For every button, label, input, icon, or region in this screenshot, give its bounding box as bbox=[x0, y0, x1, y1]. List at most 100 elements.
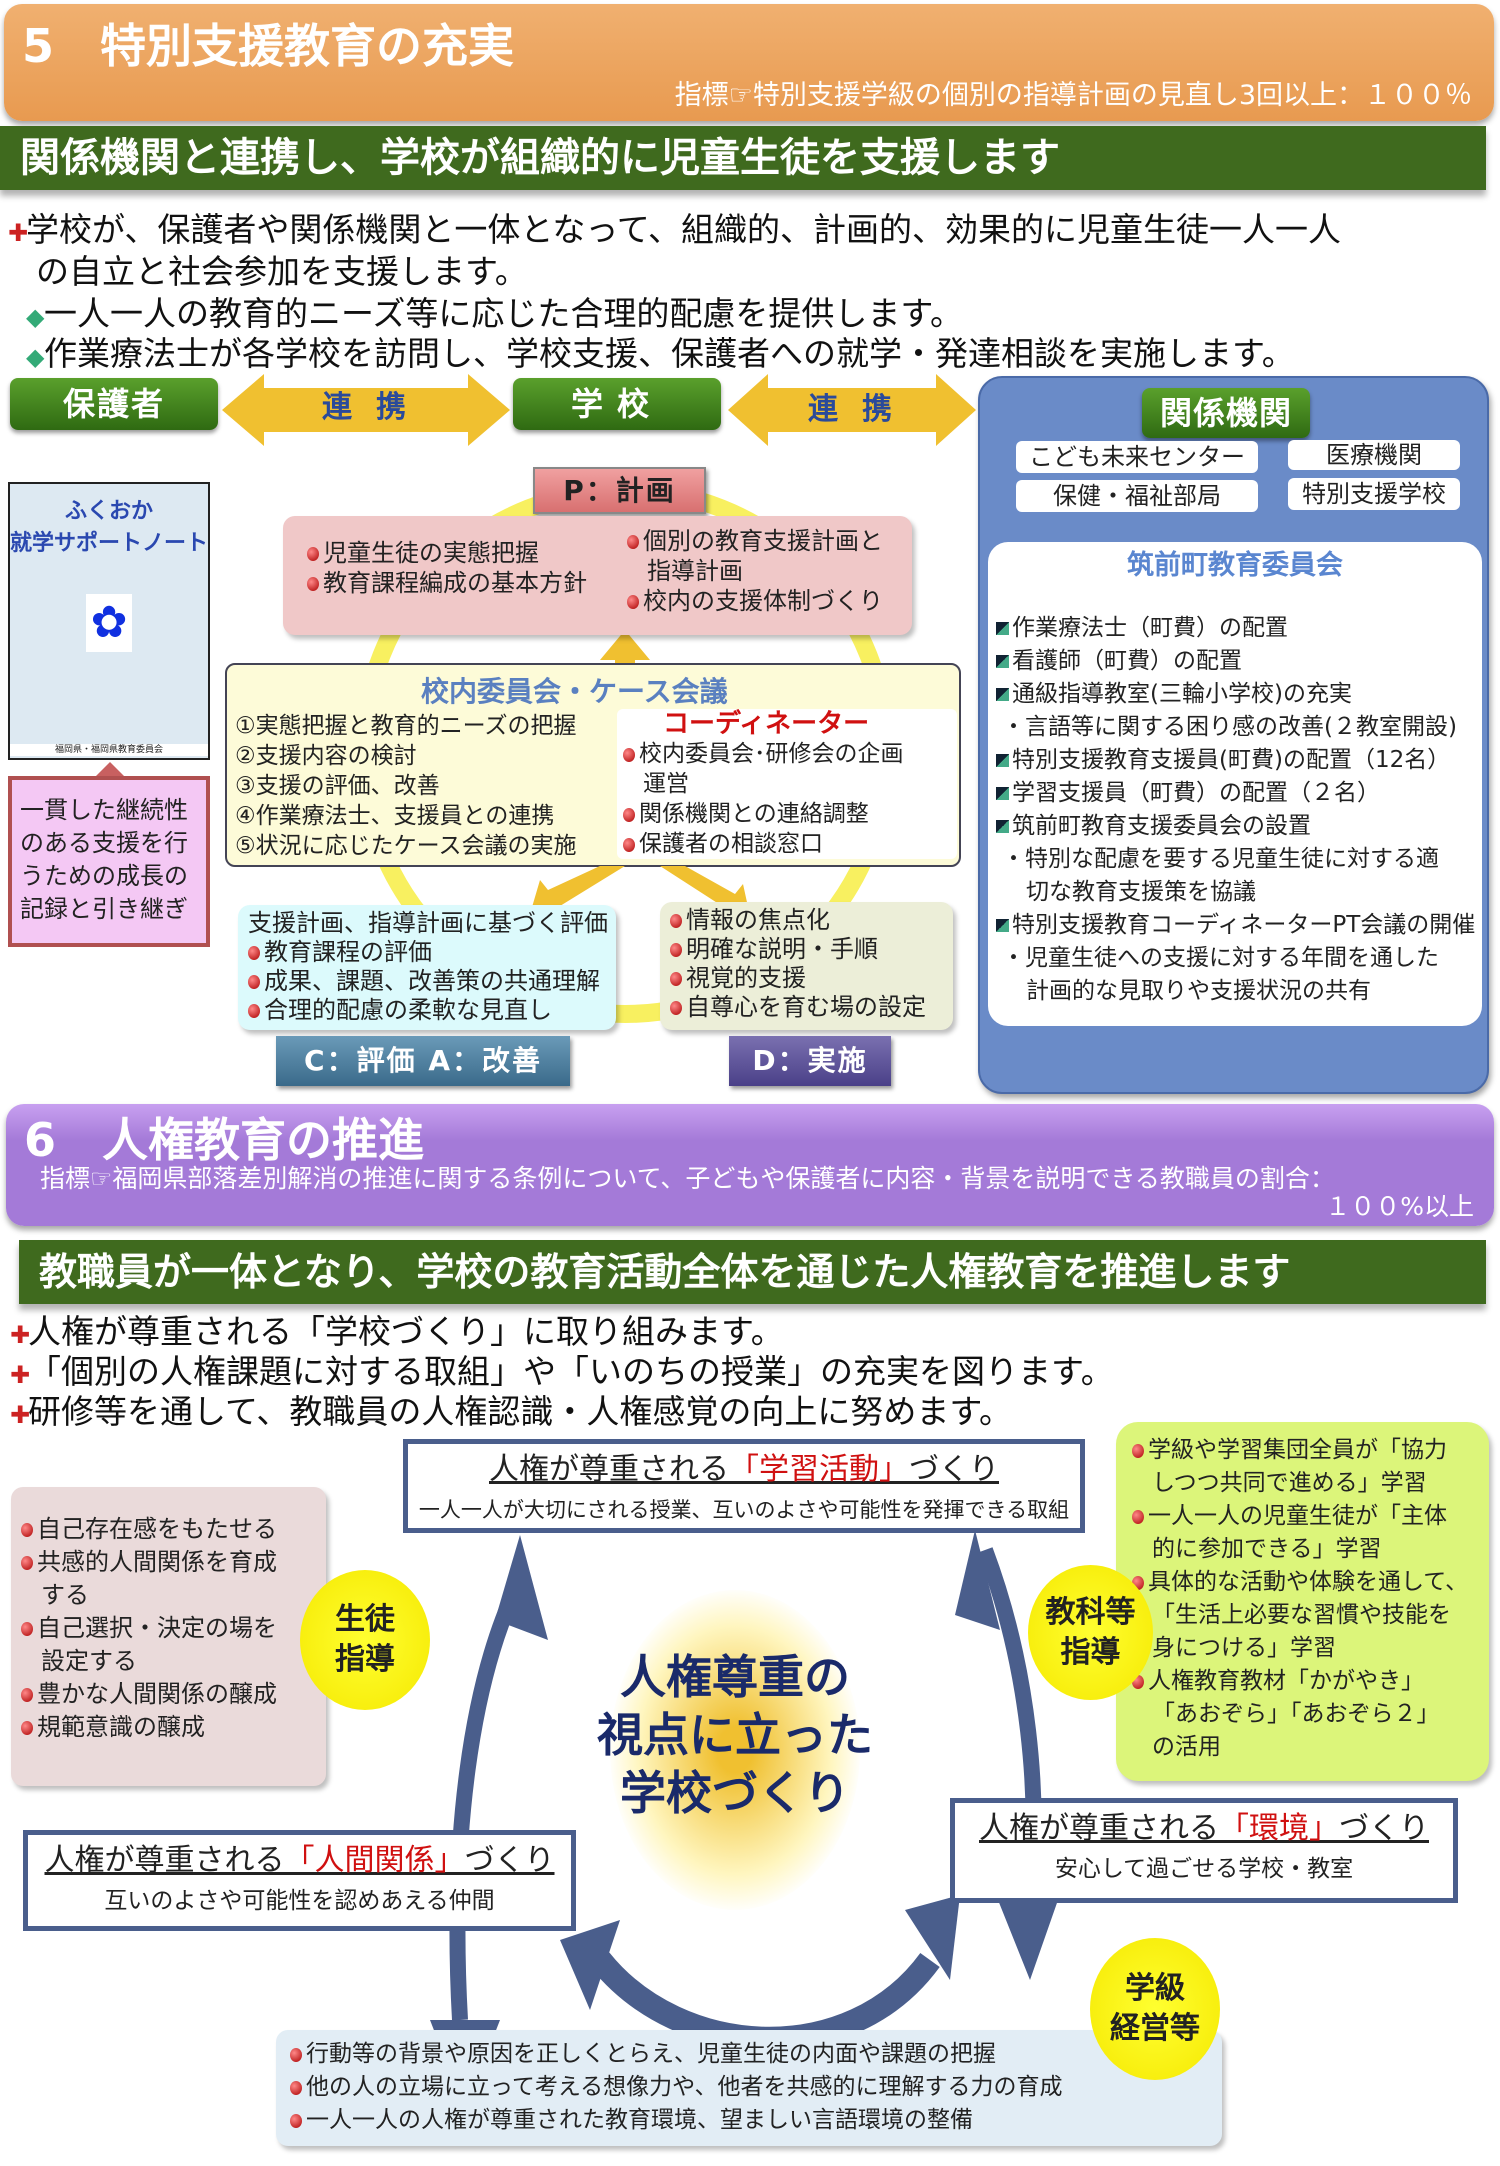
list-item: 「あおぞら」「あおぞら２」 bbox=[1152, 1701, 1440, 1727]
list-item: 規範意識の醸成 bbox=[21, 1711, 318, 1744]
list-item: する bbox=[41, 1581, 89, 1609]
list-item: ①実態把握と教育的ニーズの把握 bbox=[235, 713, 577, 739]
board-line: 学習支援員（町費）の配置（２名） bbox=[996, 777, 1474, 810]
coordinator-title: コーディネーター bbox=[663, 709, 870, 739]
plan-tab: P：計画 bbox=[533, 467, 706, 514]
coordinator-panel: コーディネーター 校内委員会･研修会の企画 運営 関係機関との連絡調整 保護者の… bbox=[617, 709, 957, 859]
fukuoka-emblem-icon: ✿ bbox=[86, 594, 132, 652]
bullet-icon bbox=[623, 837, 635, 852]
list-item: 身につける」学習 bbox=[1152, 1635, 1336, 1661]
dot-bullet-icon: ・ bbox=[1002, 846, 1025, 872]
bullet-icon bbox=[248, 975, 260, 989]
list-item: 一人一人の児童生徒が「主体 bbox=[1132, 1500, 1483, 1533]
list-item: 他の人の立場に立って考える想像力や、他者を共感的に理解する力の育成 bbox=[290, 2071, 1208, 2104]
list-item: 情報の焦点化 bbox=[670, 906, 943, 935]
square-bullet-icon bbox=[996, 688, 1009, 701]
arrow-up-icon bbox=[96, 762, 124, 776]
s6-bullet-1: ✚人権が尊重される「学校づくり」に取り組みます。 bbox=[10, 1312, 784, 1355]
board-line: ・言語等に関する困り感の改善(２教室開設) bbox=[1002, 714, 1457, 740]
board-line: 計画的な見取りや支援状況の共有 bbox=[1026, 978, 1371, 1004]
subject-items: 学級や学習集団全員が「協力しつつ共同で進める」学習一人一人の児童生徒が「主体的に… bbox=[1132, 1434, 1483, 1764]
do-tab: D：実施 bbox=[729, 1036, 891, 1086]
link-arrow-right bbox=[728, 374, 976, 446]
board-line: 通級指導教室(三輪小学校)の充実 bbox=[996, 678, 1474, 711]
pin-icon: ✚ bbox=[10, 1401, 31, 1429]
agency-special-school: 特別支援学校 bbox=[1288, 478, 1460, 510]
notebook-footer: 福岡県・福岡県教育委員会 bbox=[10, 744, 208, 756]
list-item: 教育課程の評価 bbox=[248, 938, 606, 967]
s5-bullet-1: ✚学校が、保護者や関係機関と一体となって、組織的、計画的、効果的に児童生徒一人一… bbox=[8, 210, 1341, 253]
board-lines: 作業療法士（町費）の配置看護師（町費）の配置通級指導教室(三輪小学校)の充実・言… bbox=[996, 612, 1475, 1008]
s5-bullet-2: ◆一人一人の教育的ニーズ等に応じた合理的配慮を提供します。 bbox=[26, 294, 963, 337]
section5-header: 5 特別支援教育の充実 指標☞特別支援学級の個別の指導計画の見直し3回以上：１０… bbox=[4, 4, 1494, 121]
board-line: ・特別な配慮を要する児童生徒に対する適 bbox=[1002, 846, 1439, 872]
dot-bullet-icon: ・ bbox=[1002, 945, 1025, 971]
check-items: 教育課程の評価成果、課題、改善策の共通理解合理的配慮の柔軟な見直し bbox=[248, 938, 606, 1025]
learning-box: 人権が尊重される「学習活動」づくり 一人一人が大切にされる授業、互いのよさや可能… bbox=[403, 1439, 1085, 1533]
list-item: 明確な説明・手順 bbox=[670, 935, 943, 964]
board-line: 切な教育支援策を協議 bbox=[1026, 879, 1256, 905]
link-arrow-left bbox=[222, 374, 510, 446]
list-item: 人権教育教材「かがやき」 bbox=[1132, 1665, 1483, 1698]
plan-left: 児童生徒の実態把握 教育課程編成の基本方針 bbox=[307, 538, 587, 598]
do-box: 情報の焦点化明確な説明・手順視覚的支援自尊心を育む場の設定 bbox=[660, 902, 953, 1030]
environment-box: 人権が尊重される「環境」づくり 安心して過ごせる学校・教室 bbox=[950, 1798, 1458, 1903]
list-item: の活用 bbox=[1152, 1734, 1221, 1760]
plan-box: 児童生徒の実態把握 教育課程編成の基本方針 個別の教育支援計画と 指導計画 校内… bbox=[283, 516, 912, 635]
square-bullet-icon bbox=[996, 622, 1009, 635]
list-item: 自尊心を育む場の設定 bbox=[670, 993, 943, 1022]
list-item: 視覚的支援 bbox=[670, 964, 943, 993]
list-item: 「生活上必要な習慣や技能を bbox=[1152, 1602, 1451, 1628]
center-glow bbox=[610, 1590, 860, 1910]
list-item: 自己選択・決定の場を bbox=[21, 1612, 318, 1645]
guidance-box: 自己存在感をもたせる共感的人間関係を育成する自己選択・決定の場を設定する豊かな人… bbox=[11, 1487, 326, 1786]
list-item: 成果、課題、改善策の共通理解 bbox=[248, 967, 606, 996]
bullet-icon bbox=[307, 547, 319, 561]
agency-medical: 医療機関 bbox=[1288, 440, 1460, 470]
bullet-icon bbox=[670, 1001, 682, 1015]
committee-title: 校内委員会・ケース会議 bbox=[421, 675, 728, 708]
do-items: 情報の焦点化明確な説明・手順視覚的支援自尊心を育む場の設定 bbox=[670, 906, 943, 1022]
agencies-panel: 関係機関 こども未来センター 医療機関 保健・福祉部局 特別支援学校 筑前町教育… bbox=[978, 376, 1489, 1094]
bullet-icon bbox=[248, 1004, 260, 1018]
board-line: 作業療法士（町費）の配置 bbox=[996, 612, 1474, 645]
board-line: 筑前町教育支援委員会の設置 bbox=[996, 810, 1474, 843]
plan-right: 個別の教育支援計画と 指導計画 校内の支援体制づくり bbox=[627, 526, 883, 616]
link-label-2: 連携 bbox=[808, 392, 916, 427]
list-item: 行動等の背景や原因を正しくとらえ、児童生徒の内面や課題の把握 bbox=[290, 2038, 1208, 2071]
list-item: 自己存在感をもたせる bbox=[21, 1513, 318, 1546]
subject-box: 学級や学習集団全員が「協力しつつ共同で進める」学習一人一人の児童生徒が「主体的に… bbox=[1116, 1422, 1489, 1781]
s5-bullet-1b: の自立と社会参加を支援します。 bbox=[36, 252, 528, 291]
square-bullet-icon bbox=[996, 655, 1009, 668]
section5-title: 5 特別支援教育の充実 bbox=[22, 19, 515, 73]
list-item: ③支援の評価、改善 bbox=[235, 773, 440, 799]
bullet-icon bbox=[670, 914, 682, 928]
check-act-tab: C：評価 A：改善 bbox=[276, 1036, 570, 1086]
bullet-icon bbox=[627, 535, 639, 549]
bullet-icon bbox=[290, 2047, 302, 2062]
square-bullet-icon bbox=[996, 787, 1009, 800]
bullet-icon bbox=[290, 2080, 302, 2095]
gem-icon: ◆ bbox=[26, 343, 45, 371]
square-bullet-icon bbox=[996, 820, 1009, 833]
list-item: 設定する bbox=[41, 1647, 137, 1675]
list-item: 一人一人の人権が尊重された教育環境、望ましい言語環境の整備 bbox=[290, 2104, 1208, 2137]
board-line: ・児童生徒への支援に対する年間を通した bbox=[1002, 945, 1439, 971]
list-item: 共感的人間関係を育成 bbox=[21, 1546, 318, 1579]
bullet-icon bbox=[21, 1688, 33, 1702]
agency-health: 保健・福祉部局 bbox=[1016, 480, 1258, 512]
list-item: 具体的な活動や体験を通して、 bbox=[1132, 1566, 1483, 1599]
bullet-icon bbox=[21, 1523, 33, 1537]
class-items: 行動等の背景や原因を正しくとらえ、児童生徒の内面や課題の把握他の人の立場に立って… bbox=[290, 2038, 1208, 2137]
link-label-1: 連携 bbox=[322, 390, 430, 425]
bullet-icon bbox=[307, 577, 319, 591]
bullet-icon bbox=[670, 943, 682, 957]
class-box: 行動等の背景や原因を正しくとらえ、児童生徒の内面や課題の把握他の人の立場に立って… bbox=[276, 2030, 1222, 2146]
check-head: 支援計画、指導計画に基づく評価 bbox=[248, 909, 608, 937]
s6-bullet-2: ✚「個別の人権課題に対する取組」や「いのちの授業」の充実を図ります。 bbox=[10, 1352, 1114, 1395]
bullet-icon bbox=[670, 972, 682, 986]
list-item: 合理的配慮の柔軟な見直し bbox=[248, 996, 606, 1025]
